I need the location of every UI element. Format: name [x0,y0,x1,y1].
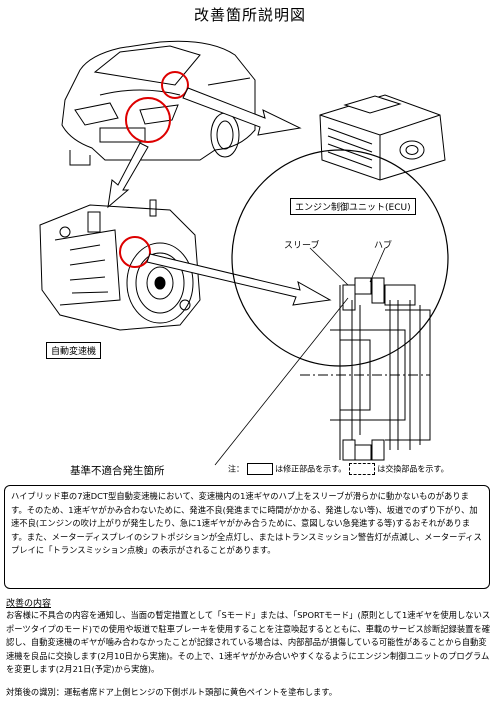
defect-location-highlight [119,236,151,268]
car-illustration [61,40,256,166]
ecu-location-highlight [161,71,189,99]
magnified-view-circle [231,149,449,367]
defect-description-box: ハイブリッド車の7速DCT型自動変速機において、変速機内の1速ギヤのハブ上をスリ… [4,485,490,589]
legend-dashed-text: は交換部品を示す。 [377,464,449,474]
identification-text: 対策後の識別：運転者席ドア上側ヒンジの下側ボルト頭部に黄色ペイントを塗布します。 [6,687,338,697]
page-title: 改善箇所説明図 [193,6,306,24]
cross-section-illustration [300,277,431,461]
legend-solid-box [246,463,273,475]
defect-description-text: ハイブリッド車の7速DCT型自動変速機において、変速機内の1速ギヤのハブ上をスリ… [11,491,482,555]
transmission-location-highlight [125,97,171,143]
improvement-heading: 改善の内容 [6,599,52,609]
legend-dashed-box [348,463,375,475]
arrow-to-cross-section [146,253,332,306]
legend-note: 注： は修正部品を示す。 は交換部品を示す。 [228,463,449,475]
arrow-to-transmission [107,142,149,209]
legend-prefix: 注： [228,464,244,474]
improvement-body: お客様に不具合の内容を通知し、当面の暫定措置として「Sモード」または、「SPOR… [6,610,491,674]
sleeve-label: スリーブ [284,241,320,251]
improvement-section: 改善の内容 お客様に不具合の内容を通知し、当面の暫定措置として「Sモード」または… [6,596,492,677]
arrow-to-ecu [182,87,302,136]
diagram-illustration [39,40,449,466]
ecu-illustration [319,94,446,181]
transmission-illustration [39,199,201,331]
defect-location-label: 基準不適合発生箇所 [70,465,165,477]
ecu-label: エンジン制御ユニット(ECU) [290,198,416,215]
legend-solid-text: は修正部品を示す。 [275,464,347,474]
transmission-label: 自動変速機 [46,342,102,359]
hub-label: ハブ [374,241,393,251]
